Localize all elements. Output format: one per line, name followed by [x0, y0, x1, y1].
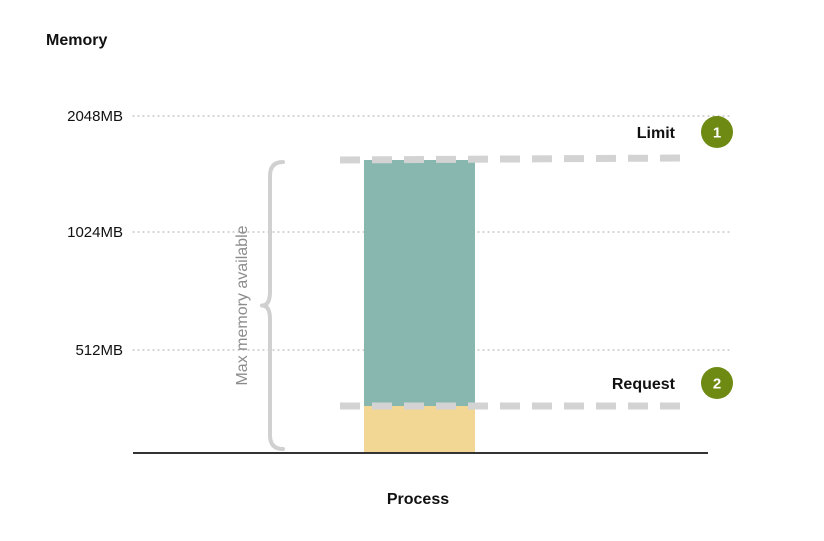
max-memory-bracket [260, 160, 285, 451]
marker-badge-number: 1 [713, 125, 721, 142]
marker-badge-1 [701, 116, 733, 148]
marker-label-request: Request [612, 376, 676, 393]
marker-label-limit: Limit [637, 125, 676, 142]
y-tick-label: 1024MB [67, 224, 123, 241]
bracket-shape [260, 160, 285, 451]
y-tick-label: 512MB [75, 342, 123, 359]
y-tick-labels: 2048MB 1024MB 512MB [67, 108, 123, 359]
max-memory-label: Max memory available [234, 225, 251, 385]
limit-dashed-line [339, 154, 681, 164]
process-bar [364, 160, 475, 453]
x-axis-title: Process [387, 491, 449, 508]
y-axis-title: Memory [46, 32, 107, 49]
marker-badge-number: 2 [713, 376, 721, 393]
bar-segment-limit [364, 160, 475, 406]
y-tick-label: 2048MB [67, 108, 123, 125]
threshold-lines [339, 154, 681, 410]
bar-segment-request [364, 406, 475, 453]
marker-badge-2 [701, 367, 733, 399]
